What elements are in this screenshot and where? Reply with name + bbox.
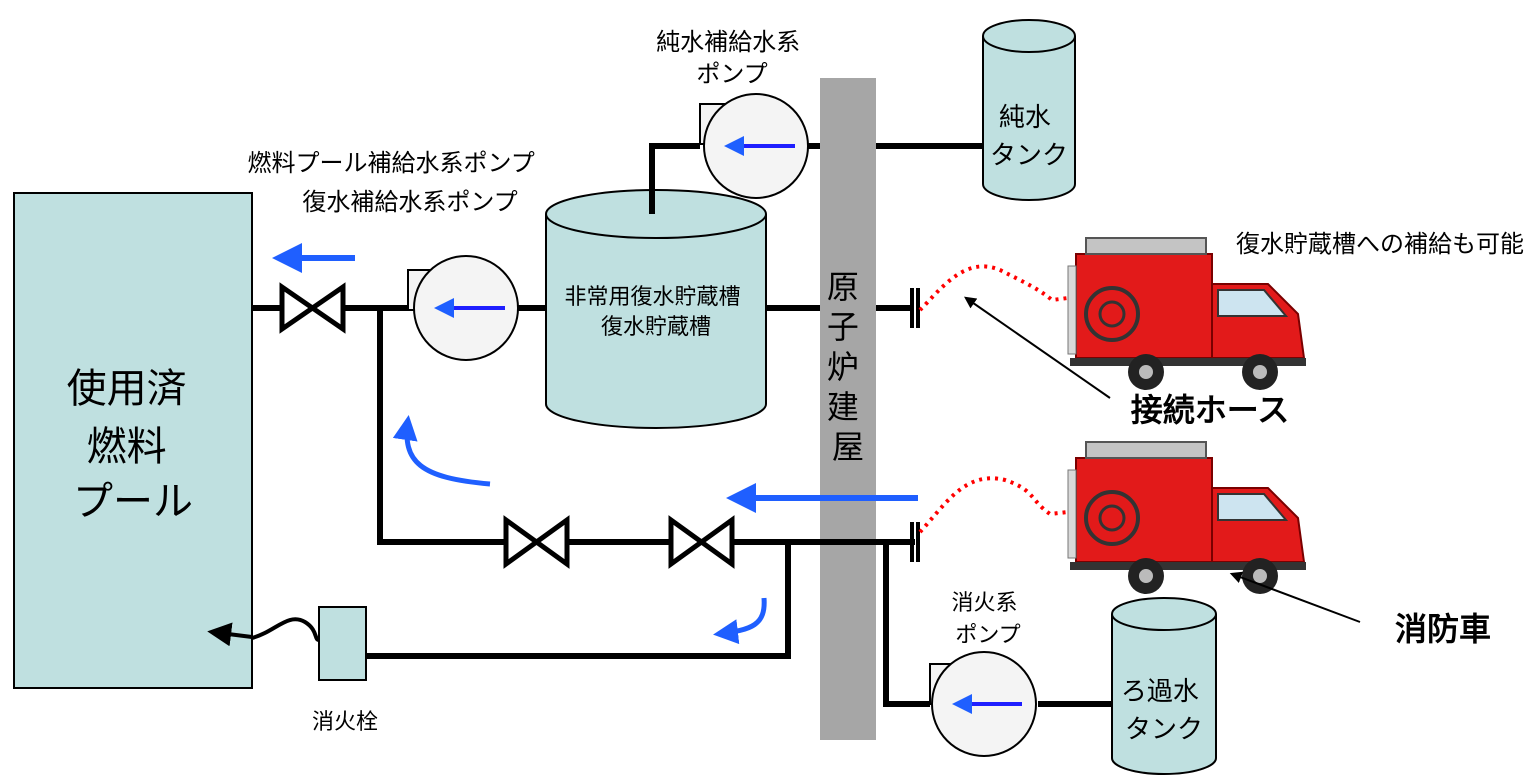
storage-tank-label: 非常用復水貯蔵槽 復水貯蔵槽 (564, 285, 747, 340)
condensate-storage-tank (545, 146, 767, 429)
building-char-3: 炉 (827, 348, 859, 386)
filtered-water-tank (1111, 597, 1217, 775)
fire-pump-label: 消火系 ポンプ (951, 591, 1024, 648)
hydrant-label: 消火栓 (312, 710, 378, 735)
pump-fuel-pool (407, 255, 519, 361)
pump-pure-water (699, 93, 809, 199)
filtered-water-tank-label: ろ過水 タンク (1121, 677, 1207, 745)
pure-water-tank (982, 19, 1076, 201)
pool-label-line-3: プール (73, 479, 193, 525)
fuel-pool-pump-label-line-1: 燃料プール補給水系ポンプ (248, 149, 535, 177)
fire-pump-label-line-1: 消火系 (951, 591, 1017, 616)
building-char-1: 原 (827, 268, 859, 306)
pure-water-pump-label-line-1: 純水補給水系 (656, 28, 800, 56)
hose-callout-line (964, 296, 1111, 399)
storage-tank-label-line-1: 非常用復水貯蔵槽 (564, 285, 740, 310)
fire-truck-icon (1067, 237, 1306, 390)
refill-note-label: 復水貯蔵槽への補給も可能 (1236, 230, 1524, 258)
reactor-building-wall (820, 78, 876, 740)
truck-callout-line (1229, 571, 1361, 623)
connection-port-lower (910, 522, 920, 562)
fire-truck-label: 消防車 (1395, 610, 1491, 648)
hydrant-hose (251, 617, 320, 642)
building-char-5: 屋 (832, 428, 864, 466)
flow-arrow-down-curve (713, 597, 767, 645)
filtered-water-tank-label-line-1: ろ過水 (1121, 677, 1199, 707)
fuel-pool-pump-label-line-2: 復水補給水系ポンプ (302, 188, 517, 216)
fire-truck-icon (1067, 441, 1306, 594)
hydrant-outflow-arrow (207, 622, 253, 647)
hose-upper (918, 264, 1069, 312)
pump-fire (929, 651, 1037, 757)
spent-fuel-pool (13, 192, 253, 689)
connection-port-upper (910, 288, 920, 328)
filtered-water-tank-label-line-2: タンク (1125, 715, 1203, 745)
hose-label: 接続ホース (1131, 391, 1289, 429)
valve-pool-inlet (279, 282, 346, 334)
pure-water-tank-label: 純水 タンク (990, 103, 1068, 171)
pure-water-tank-label-line-2: タンク (990, 141, 1068, 171)
fire-hydrant-icon (318, 606, 367, 681)
pure-water-pump-label-line-2: ポンプ (696, 60, 767, 88)
pool-label-line-1: 使用済 (67, 366, 187, 412)
pure-water-tank-label-line-1: 純水 (999, 103, 1051, 133)
pure-water-pump-label: 純水補給水系 ポンプ (656, 28, 808, 88)
building-char-4: 建 (827, 388, 859, 426)
hose-lower (918, 476, 1069, 534)
building-char-2: 子 (827, 308, 859, 346)
flow-arrow-up-curve (392, 415, 491, 487)
fuel-pool-pump-label: 燃料プール補給水系ポンプ 復水補給水系ポンプ (248, 149, 543, 216)
storage-tank-label-line-2: 復水貯蔵槽 (601, 315, 711, 340)
building-label: 原 子 炉 建 屋 (827, 268, 869, 466)
pool-label: 使用済 燃料 プール (67, 366, 200, 525)
valve-lower-left (503, 515, 570, 569)
pool-label-line-2: 燃料 (87, 424, 167, 470)
fire-pump-label-line-2: ポンプ (955, 623, 1020, 648)
valve-lower-right (668, 515, 735, 569)
